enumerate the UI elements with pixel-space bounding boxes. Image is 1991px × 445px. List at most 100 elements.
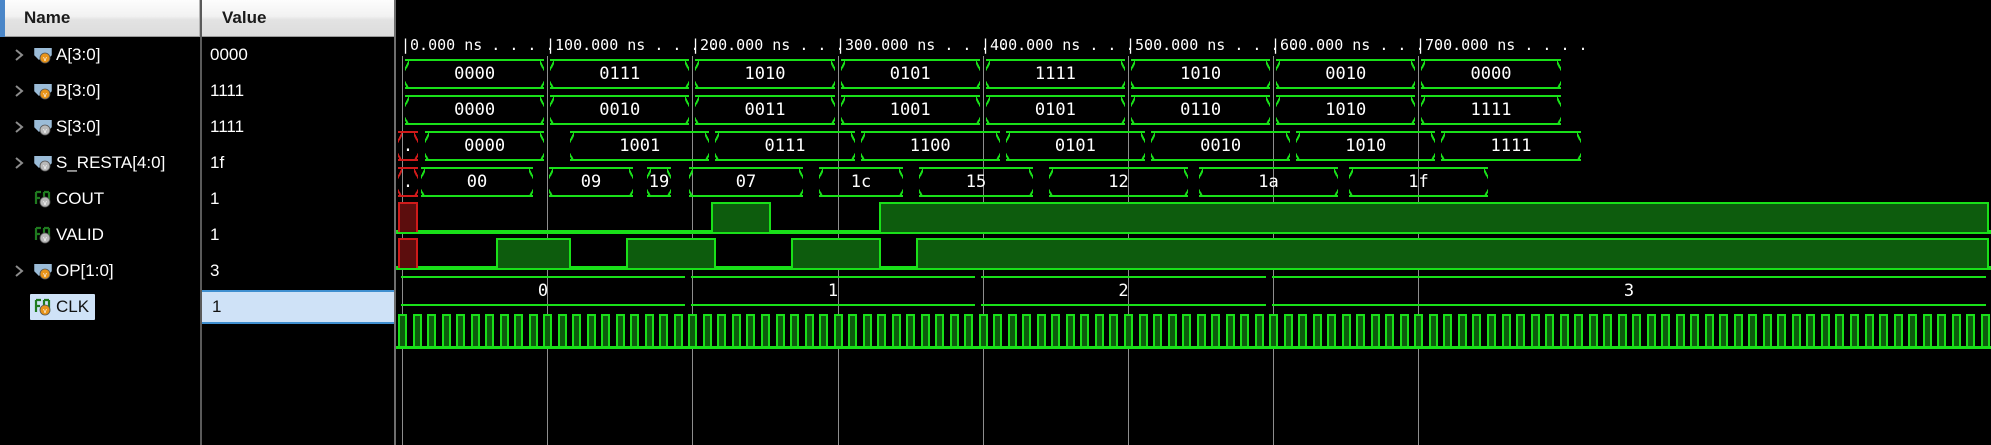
signal-value-cell[interactable]: 1111 (210, 117, 245, 136)
wave-segment-high (626, 238, 716, 268)
signal-value-cell[interactable]: 0000 (210, 45, 248, 64)
clock-pulse (1545, 314, 1555, 348)
clock-pulse (1283, 314, 1293, 348)
clock-baseline (396, 346, 1991, 349)
signal-value-cell[interactable]: 1 (200, 290, 396, 324)
bus-segment: 00 (421, 167, 533, 197)
wave-row-COUT[interactable] (396, 200, 1991, 236)
wave-segment-high (711, 202, 771, 232)
bus-input-icon: v (32, 262, 54, 280)
column-divider[interactable] (200, 0, 202, 445)
clock-pulse (920, 314, 930, 348)
wave-segment-high (879, 202, 1989, 232)
column-header-name[interactable]: Name (0, 0, 200, 36)
time-tick-label: |300.000 ns . . . . (836, 36, 1008, 54)
clock-pulse (1966, 314, 1976, 348)
clock-pulse (877, 314, 887, 348)
chevron-right-icon[interactable] (8, 48, 30, 62)
clock-pulse (1675, 314, 1685, 348)
clock-pulse (1501, 314, 1511, 348)
panel-splitter[interactable] (394, 0, 397, 445)
wave-row-CLK[interactable] (396, 312, 1991, 352)
svg-text:v: v (43, 56, 47, 63)
clock-pulse (1574, 314, 1584, 348)
clock-pulse (761, 314, 770, 348)
clock-pulse (1153, 314, 1163, 348)
clock-pulse (993, 314, 1003, 348)
signal-value-cell[interactable]: 1 (210, 189, 220, 208)
signal-value-cell[interactable]: 3 (210, 261, 220, 280)
clock-pulse (949, 314, 959, 348)
bus-segment: 0111 (715, 131, 855, 161)
signal-value-cell[interactable]: 1 (210, 225, 220, 244)
chevron-right-icon[interactable] (8, 84, 30, 98)
clock-pulse (964, 314, 974, 348)
svg-text:v: v (43, 128, 47, 135)
bus-segment: 1100 (860, 131, 1000, 161)
clock-pulse (615, 314, 625, 348)
clock-pulse (427, 314, 437, 348)
column-header-value[interactable]: Value (222, 8, 267, 27)
clock-pulse (1385, 314, 1395, 348)
clock-pulse (1240, 314, 1250, 348)
bus-segment: 19 (647, 167, 671, 197)
bus-segment: 1111 (1441, 131, 1581, 161)
clock-pulse (1051, 314, 1061, 348)
chevron-right-icon[interactable] (8, 120, 30, 134)
clock-pulse (1298, 314, 1308, 348)
clock-pulse (702, 314, 712, 348)
clock-pulse (1646, 314, 1656, 348)
clock-pulse (1414, 314, 1424, 348)
wave-row-VALID[interactable] (396, 236, 1991, 272)
bus-segment: 0000 (405, 95, 545, 125)
chevron-right-icon[interactable] (8, 264, 30, 278)
time-ruler[interactable]: |0.000 ns . . . .|100.000 ns . . . .|200… (396, 0, 1991, 56)
bus-segment: 0000 (1421, 59, 1561, 89)
bus-segment: 1111 (1421, 95, 1561, 125)
signal-value-cell[interactable]: 1111 (210, 81, 245, 100)
wave-segment-unknown (398, 202, 418, 232)
signal-name-label: OP[1:0] (56, 261, 114, 280)
bus-segment: 0010 (550, 95, 690, 125)
bus-segment: 0 (401, 276, 685, 306)
clock-pulse (644, 314, 654, 348)
clock-pulse (630, 314, 640, 348)
clock-pulse (441, 314, 451, 348)
clock-pulse (485, 314, 495, 348)
clock-pulse (688, 314, 698, 348)
clock-pulse (1399, 314, 1409, 348)
signal-value-cell[interactable]: 1f (210, 153, 225, 172)
chevron-right-icon[interactable] (8, 156, 30, 170)
